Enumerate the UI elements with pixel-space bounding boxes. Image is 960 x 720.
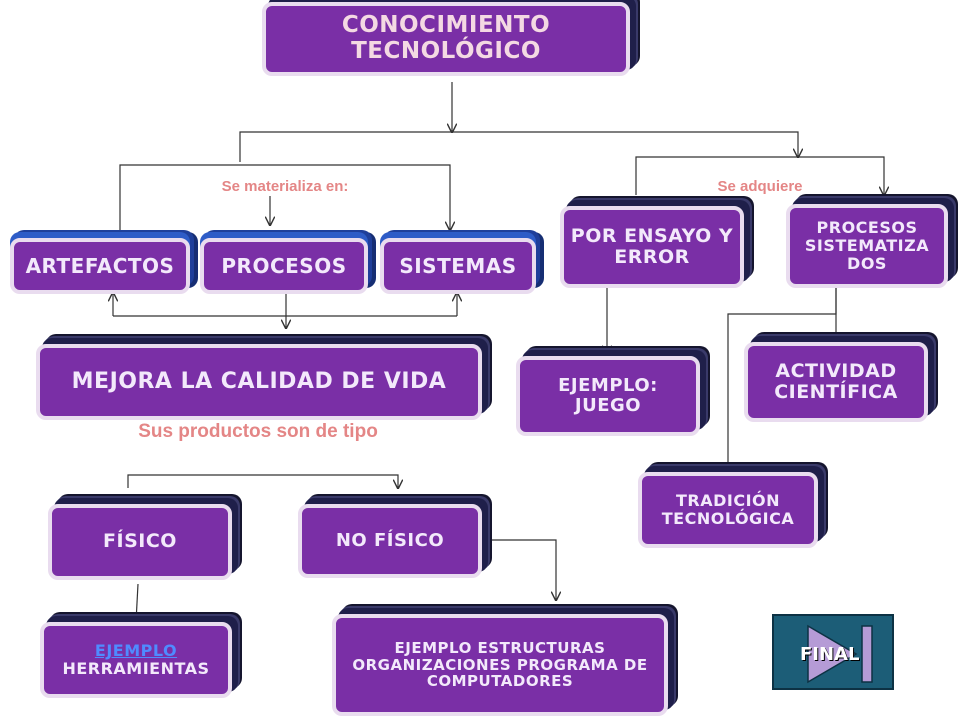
ejemplo-link[interactable]: Ejemplo xyxy=(94,641,178,661)
node-juego: Ejemplo: juego xyxy=(516,356,700,436)
label-adquiere: Se adquiere xyxy=(717,178,803,195)
label-productos: Sus productos son de tipo xyxy=(138,421,378,442)
node-mejora: Mejora la calidad de vida xyxy=(36,344,482,420)
node-herramientas: Ejemplo herramientas xyxy=(40,622,232,698)
node-sistemas-label: Sistemas xyxy=(399,253,517,278)
node-tradicion-label: Tradición tecnológica xyxy=(661,491,795,528)
node-sistematizados: Procesos sistematiza dos xyxy=(786,204,948,288)
root-label: Conocimiento tecnológico xyxy=(341,12,551,64)
node-ejemplo-estructuras-label: Ejemplo estructuras organizaciones progr… xyxy=(352,638,648,691)
end-skip-icon xyxy=(807,624,873,684)
node-tradicion: Tradición tecnológica xyxy=(638,472,818,548)
node-artefactos-label: Artefactos xyxy=(25,253,175,278)
node-ensayo: Por ensayo y error xyxy=(560,206,744,288)
node-sistematizados-label: Procesos sistematiza dos xyxy=(804,218,930,273)
node-no-fisico: No físico xyxy=(298,504,482,578)
node-ejemplo-estructuras: Ejemplo estructuras organizaciones progr… xyxy=(332,614,668,716)
final-button-label: Final xyxy=(800,644,860,665)
node-procesos-label: Procesos xyxy=(221,253,347,278)
node-artefactos: Artefactos xyxy=(10,238,190,294)
node-ensayo-label: Por ensayo y error xyxy=(570,224,734,268)
node-procesos: Procesos xyxy=(200,238,368,294)
node-fisico-label: Físico xyxy=(103,530,177,553)
node-herramientas-label: herramientas xyxy=(62,659,210,678)
root-node: Conocimiento tecnológico xyxy=(262,2,630,76)
node-fisico: Físico xyxy=(48,504,232,580)
node-sistemas: Sistemas xyxy=(380,238,536,294)
node-juego-label: Ejemplo: juego xyxy=(558,374,658,416)
node-cientifica: Actividad científica xyxy=(744,342,928,422)
node-mejora-label: Mejora la calidad de vida xyxy=(71,368,447,394)
final-button[interactable]: Final xyxy=(772,614,894,690)
node-cientifica-label: Actividad científica xyxy=(774,359,898,403)
node-no-fisico-label: No físico xyxy=(335,529,445,551)
label-materializa: Se materializa en: xyxy=(221,178,349,195)
